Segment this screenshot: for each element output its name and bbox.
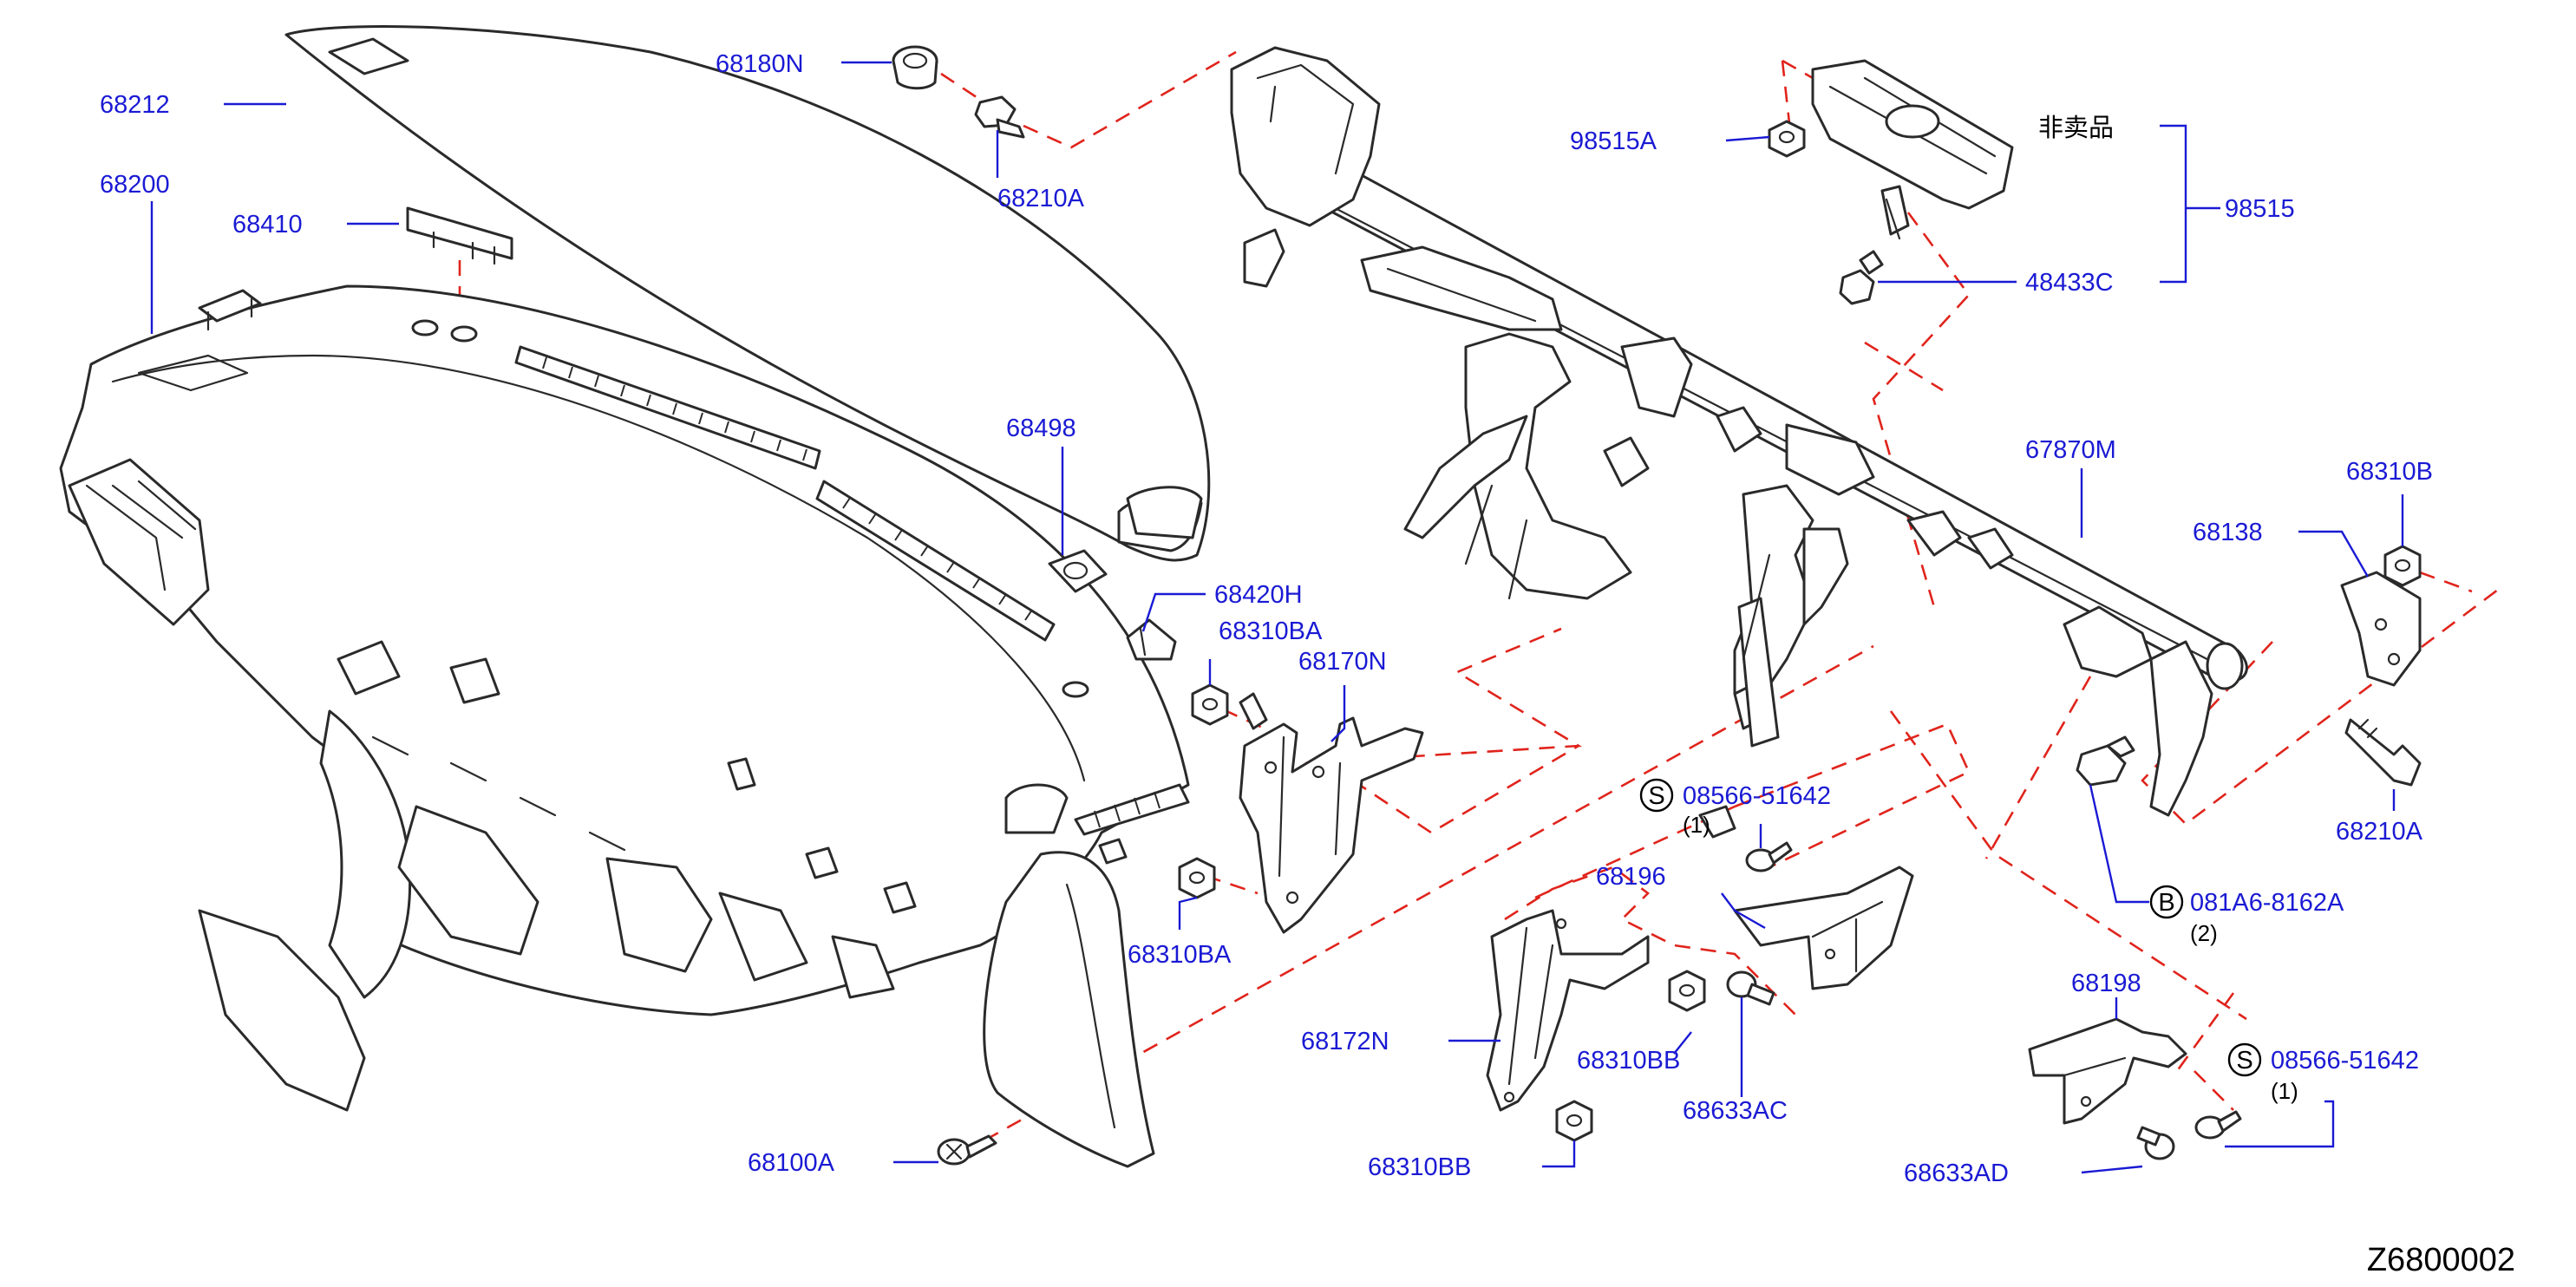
part-48433C-bolt [1839,250,1884,305]
label-68170N: 68170N [1298,648,1387,676]
part-98515-module [1811,59,2014,240]
dash-right-b [1984,676,2092,859]
label-68310BA-a: 68310BA [1219,617,1323,645]
dash-08566-b [2194,1070,2234,1111]
label-68310B: 68310B [2346,458,2433,486]
label-68200: 68200 [100,171,170,199]
quantity-labels: (1) (2) (1) 非卖品 [1683,114,2298,1104]
label-67870M: 67870M [2025,436,2116,464]
dash-68172N [1504,866,1796,1016]
label-98515: 98515 [2225,195,2295,223]
part-68310BA-nut-b [1178,857,1216,899]
qty-08566-a: (1) [1683,812,1710,838]
dash-98515-b [1872,212,1971,608]
label-68633AC: 68633AC [1683,1097,1788,1125]
leader-lines [150,61,2404,1174]
label-68196: 68196 [1596,863,1666,891]
dash-68198 [2175,992,2235,1072]
part-08566-screw-a [1745,841,1793,872]
badge-s-a-letter: S [1648,782,1664,810]
label-08566-b: 08566-51642 [2271,1047,2419,1075]
part-68170N-bracket [1239,716,1424,934]
qty-08566-b: (1) [2271,1078,2298,1104]
part-081A6-bolt [2076,735,2135,787]
part-68198-bracket [2028,1017,2187,1125]
dash-bolt-to-frame [1023,50,1237,149]
badge-b: B [2149,885,2184,919]
part-68410-clip [406,206,513,265]
dash-68196-box [1734,722,1971,869]
dash-frame-to-68196 [1534,805,1736,899]
label-68310BA-b: 68310BA [1128,941,1232,969]
badge-b-letter: B [2158,889,2174,917]
label-68172N: 68172N [1301,1028,1389,1055]
part-68210A-top-bolt [974,95,1025,139]
badge-s-b-letter: S [2236,1047,2252,1075]
badge-s-a: S [1639,778,1674,813]
label-68420H: 68420H [1214,581,1303,609]
part-68210A-right-bolt [2344,718,2422,787]
part-68100A-screw [937,1134,997,1166]
label-08566-a: 08566-51642 [1683,782,1831,810]
label-68198: 68198 [2071,970,2141,997]
dash-right-a [1889,710,2247,1021]
part-68310BB-nut-a [1668,970,1706,1012]
part-68172N-bracket [1486,909,1650,1112]
qty-081A6: (2) [2190,920,2218,946]
label-68310BB-b: 68310BB [1368,1153,1471,1181]
label-68498: 68498 [1006,415,1076,442]
part-68138-bracket [2340,571,2422,687]
part-08566-screw-b [2194,1110,2242,1140]
label-68633AD: 68633AD [1904,1160,2009,1187]
steering-member-67870M [1230,46,2248,839]
label-not-for-sale: 非卖品 [2038,114,2114,142]
dash-68170N-loop [1304,627,1583,765]
label-68138: 68138 [2193,519,2263,546]
label-68212: 68212 [100,91,170,119]
badge-s-b: S [2227,1042,2262,1077]
dash-68310B [2419,571,2473,593]
part-68180N-grommet [892,45,938,90]
label-68100A: 68100A [748,1149,835,1177]
label-68180N: 68180N [716,50,804,78]
part-68310B-nut [2383,545,2422,587]
part-68196-bracket [1733,866,1914,990]
part-98515A-nut [1768,120,1806,158]
dash-68170N-low [1352,744,1579,834]
label-68210A-top: 68210A [997,185,1085,212]
part-68633AD-screw [2136,1126,2175,1160]
label-68210A-right: 68210A [2336,818,2423,846]
label-081A6: 081A6-8162A [2190,889,2344,917]
instrument-panel-68200 [59,24,1211,1168]
diagram-code: Z6800002 [2367,1242,2515,1278]
part-68633AC-screw [1726,970,1775,1006]
label-68310BB-a: 68310BB [1577,1047,1680,1075]
part-68310BB-nut-b [1555,1100,1593,1142]
part-68420H-clip [1126,618,1177,661]
label-68410: 68410 [232,211,303,238]
label-98515A: 98515A [1570,127,1657,155]
part-labels: 68212 68200 68180N 68210A 68410 68498 68… [100,50,2433,1187]
label-48433C: 48433C [2025,269,2114,297]
part-68498-grommet [1048,549,1108,593]
dash-48433C [1864,341,1944,392]
dash-98515-top [1782,59,1814,80]
part-68310BA-nut-a [1191,683,1229,726]
